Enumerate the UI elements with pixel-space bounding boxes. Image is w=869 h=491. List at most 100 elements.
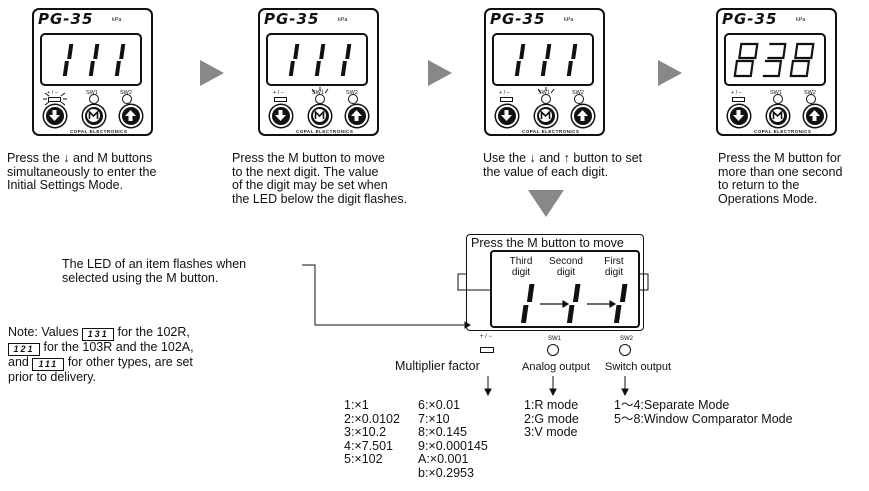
values-note: Note: Values 131 for the 102R, 121 for t… — [8, 325, 278, 385]
device-unit: kPa — [338, 17, 348, 23]
mode-button[interactable] — [309, 105, 331, 127]
arrow-up-icon — [809, 110, 820, 121]
label-pm-small: + / − — [480, 334, 493, 340]
arrow-down-icon — [733, 110, 744, 121]
detail-panel: Press the M button to move — [466, 234, 644, 331]
label-analog-output: Analog output — [522, 361, 590, 373]
led-sw1 — [541, 94, 551, 104]
m-icon — [539, 109, 552, 122]
device-unit: kPa — [796, 17, 806, 23]
device-display — [492, 33, 594, 86]
led-multiplier — [732, 97, 745, 102]
multiplier-options-col-2: 6:×0.01 7:×10 8:×0.145 9:×0.000145 A:×0.… — [418, 398, 488, 480]
step-2-caption: Press the M button to move to the next d… — [232, 151, 408, 206]
led-sw2 — [574, 94, 584, 104]
device-model: PG-35 — [264, 10, 320, 28]
m-icon — [313, 109, 326, 122]
led-multiplier — [48, 97, 61, 102]
label-sw2: SW2 — [572, 90, 584, 96]
lcd-value-box: 131 — [82, 328, 115, 341]
note-text: Note: Values — [8, 325, 79, 339]
led-multiplier — [274, 97, 287, 102]
m-icon — [771, 109, 784, 122]
down-button[interactable] — [728, 105, 750, 127]
up-button[interactable] — [346, 105, 368, 127]
label-multiplier-factor: Multiplier factor — [395, 359, 480, 373]
m-icon — [87, 109, 100, 122]
label-pm: + / − — [499, 90, 511, 96]
device-step-1: PG-35 kPa + / − SW1 SW2 COPAL ELECTRONIC… — [32, 8, 153, 136]
values-note-line-2: 121 for the 103R and the 102A, — [8, 340, 278, 356]
values-note-line-1: Note: Values 131 for the 102R, — [8, 325, 278, 341]
label-sw1-small: SW1 — [548, 336, 562, 342]
note-text: for the 103R and the 102A, — [40, 340, 194, 354]
digit-label-first: First digit — [604, 256, 624, 278]
digit-label-second: Second digit — [549, 256, 583, 278]
label-pm: + / − — [273, 90, 285, 96]
multiplier-options-col-1: 1:×1 2:×0.0102 3:×10.2 4:×7.501 5:×102 — [344, 398, 400, 466]
detail-digits — [520, 284, 628, 323]
mode-button[interactable] — [767, 105, 789, 127]
led-sw1 — [315, 94, 325, 104]
mode-button[interactable] — [83, 105, 105, 127]
led-sw1 — [773, 94, 783, 104]
label-pm: + / − — [731, 90, 743, 96]
down-button[interactable] — [270, 105, 292, 127]
analog-output-options: 1:R mode 2:G mode 3:V mode — [524, 398, 579, 439]
detail-header: Press the M button to move — [471, 236, 624, 250]
lcd-value-box: 121 — [8, 343, 40, 356]
label-sw2-small: SW2 — [620, 336, 634, 342]
arrow-up-icon — [125, 110, 136, 121]
up-button[interactable] — [572, 105, 594, 127]
led-sw1-large — [547, 344, 559, 356]
device-model: PG-35 — [38, 10, 94, 28]
step-4-caption: Press the M button for more than one sec… — [718, 151, 843, 206]
flow-arrow-down-icon — [528, 190, 564, 217]
device-step-3: PG-35 kPa + / − SW1 SW2 COPAL ELECTRONIC… — [484, 8, 605, 136]
up-button[interactable] — [804, 105, 826, 127]
label-sw2: SW2 — [120, 90, 132, 96]
device-step-2: PG-35 kPa + / − SW1 SW2 COPAL ELECTRONIC… — [258, 8, 379, 136]
device-brand: COPAL ELECTRONICS — [522, 129, 580, 134]
arrow-up-icon — [351, 110, 362, 121]
values-note-line-3: and 111 for other types, are set — [8, 355, 278, 371]
led-sw1 — [89, 94, 99, 104]
switch-output-options: 1～4:Separate Mode 5～8:Window Comparator … — [614, 398, 793, 426]
note-text: for the 102R, — [114, 325, 190, 339]
led-sw2 — [348, 94, 358, 104]
led-note: The LED of an item flashes when selected… — [62, 257, 247, 285]
label-sw2: SW2 — [804, 90, 816, 96]
device-display — [40, 33, 142, 86]
note-text: and — [8, 355, 33, 369]
lcd-value-box: 111 — [32, 358, 65, 371]
label-pm: + / − — [47, 90, 59, 96]
device-model: PG-35 — [490, 10, 546, 28]
step-1-caption: Press the ↓ and M buttons simultaneously… — [7, 151, 157, 192]
device-step-4: PG-35 kPa + / − SW1 SW2 COPAL ELECTRONIC… — [716, 8, 837, 136]
led-flash-icon — [311, 87, 329, 94]
device-brand: COPAL ELECTRONICS — [296, 129, 354, 134]
device-display — [724, 33, 826, 86]
digit-label-third: Third digit — [509, 256, 533, 278]
arrow-down-icon — [501, 110, 512, 121]
note-text: for other types, are set — [64, 355, 193, 369]
led-flash-icon — [537, 87, 555, 94]
flow-arrow-right-icon — [658, 60, 682, 86]
seven-segment-digits — [62, 44, 126, 76]
arrow-down-icon — [275, 110, 286, 121]
device-brand: COPAL ELECTRONICS — [70, 129, 128, 134]
led-sw2-large — [619, 344, 631, 356]
device-model: PG-35 — [722, 10, 778, 28]
flow-arrow-right-icon — [428, 60, 452, 86]
label-sw1: SW1 — [538, 90, 550, 96]
led-multiplier-large — [480, 347, 494, 353]
led-multiplier — [500, 97, 513, 102]
down-button[interactable] — [44, 105, 66, 127]
note-text: prior to delivery. — [8, 370, 96, 384]
detail-inner-display: Third digit Second digit First digit — [490, 250, 640, 328]
up-button[interactable] — [120, 105, 142, 127]
down-button[interactable] — [496, 105, 518, 127]
step-3-caption: Use the ↓ and ↑ button to set the value … — [483, 151, 643, 179]
mode-button[interactable] — [535, 105, 557, 127]
